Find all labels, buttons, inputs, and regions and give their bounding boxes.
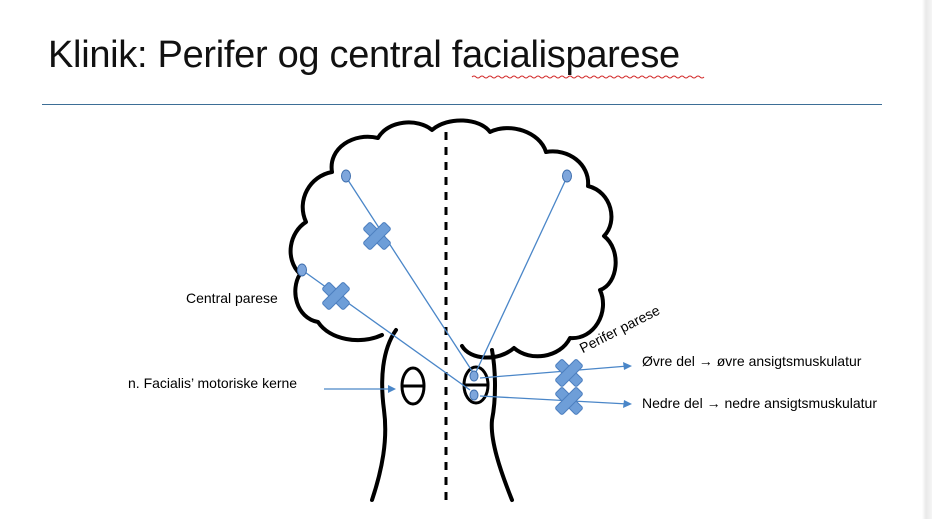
slide-edge-shadow [922,0,932,519]
x-cross-icon [555,359,583,387]
cerebrum-outline [288,118,618,360]
arrowheads [388,362,632,408]
neuron-dot-icon [297,263,307,277]
lower-part-label: Nedre del → nedre ansigtsmuskulatur [642,395,878,411]
brainstem-right-outline [489,348,514,502]
upper-left-corticobulbar-fibre [345,176,475,375]
neuron-dot-icon [469,389,479,401]
x-cross-icon [322,282,350,310]
right-corticobulbar-fibre [475,176,568,373]
neuron-bodies [297,169,572,401]
lower-facial-nerve-fibre [479,395,629,405]
neuron-dot-icon [562,169,572,183]
upper-part-label: Øvre del → øvre ansigtsmuskulatur [642,353,862,369]
brainstem-left-outline [370,328,398,502]
slide-title: Klinik: Perifer og central facialispares… [48,34,680,77]
motor-nucleus-label: n. Facialis’ motoriske kerne [128,375,298,391]
title-divider [42,104,882,105]
title-spellcheck-word: facialisparese [451,34,680,76]
neuron-dot-icon [469,370,479,382]
lesion-crosses [322,222,583,415]
arrowhead-nucleus [388,385,396,393]
x-cross-icon [363,222,391,250]
title-prefix: Klinik: Perifer og central [48,34,452,76]
upper-facial-nerve-fibre [479,365,629,379]
x-cross-icon [555,387,583,415]
central-parese-label: Central parese [186,290,278,306]
arrowhead-lower [623,400,632,408]
motor-nucleus-left [400,366,426,406]
arrowhead-upper [623,362,632,370]
neuron-dot-icon [341,169,351,183]
